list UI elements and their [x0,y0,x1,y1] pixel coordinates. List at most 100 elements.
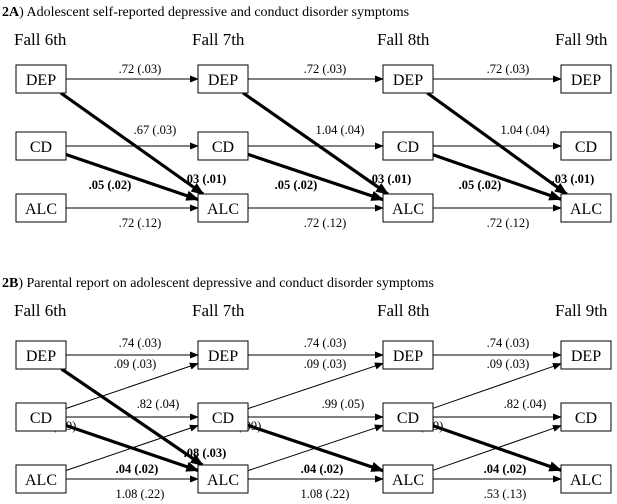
path-coefficient-label: 1.04 (.04) [501,123,550,137]
construct-box-frame [15,64,67,94]
construct-box-dep: DEP [197,64,249,94]
path-coefficient-label: .05 (.02) [275,178,318,192]
construct-box-dep: DEP [15,64,67,94]
construct-box-cd: CD [15,131,67,161]
construct-box-cd: CD [197,131,249,161]
construct-box-cd: CD [382,131,434,161]
construct-box-dep: DEP [382,340,434,370]
construct-box-label: CD [397,139,419,156]
construct-box-label: ALC [392,472,424,489]
path-arrow [426,91,568,196]
path-coefficient-label: .03 (.01) [184,172,227,186]
path-coefficient-label: .82 (.04) [137,397,180,411]
construct-box-label: CD [212,410,234,427]
path-arrow [242,91,389,196]
construct-box-alc: ALC [560,464,612,494]
construct-box-label: DEP [208,348,238,365]
path-coefficient-label: .04 (.02) [484,462,527,476]
path-coefficient-label: 1.08 (.22) [301,487,350,501]
path-coefficient-label: .72 (.12) [304,216,347,230]
construct-box-cd: CD [197,402,249,432]
path-coefficient-label: .72 (.12) [119,216,162,230]
construct-box-label: CD [30,410,52,427]
path-coefficient-label: .09 (.03) [114,357,157,371]
path-coefficient-label: .99 (.05) [322,397,365,411]
construct-box-frame [197,193,249,223]
panel-2b-title-text: ) Parental report on adolescent depressi… [18,276,434,291]
panel-2a-title-text: ) Adolescent self-reported depressive an… [19,5,409,20]
construct-box-frame [197,64,249,94]
panel-2a-wave-3: Fall 8th [377,30,430,49]
construct-box-frame [197,131,249,161]
construct-box-label: CD [212,139,234,156]
construct-box-frame [382,464,434,494]
panel-2a: 2A) Adolescent self-reported depressive … [2,5,612,230]
path-arrow [59,91,205,196]
panel-2b-title-prefix: 2B [2,276,18,291]
construct-box-label: DEP [571,348,601,365]
construct-box-alc: ALC [197,464,249,494]
construct-box-frame [382,402,434,432]
construct-box-label: CD [30,139,52,156]
construct-box-dep: DEP [560,64,612,94]
construct-box-frame [197,402,249,432]
path-coefficient-label: .53 (.13) [484,487,527,501]
path-coefficient-label: 1.04 (.04) [316,123,365,137]
path-coefficient-label: .04 (.02) [116,462,159,476]
path-coefficient-label: .09 (.03) [304,357,347,371]
construct-box-frame [15,193,67,223]
path-coefficient-label: .72 (.03) [304,62,347,76]
construct-box-frame [15,340,67,370]
panel-2a-wave-1: Fall 6th [14,30,67,49]
construct-box-label: DEP [26,72,56,89]
path-coefficient-label: .09 (.03) [487,357,530,371]
path-coefficient-label: .72 (.03) [487,62,530,76]
panel-2b-title: 2B) Parental report on adolescent depres… [2,276,434,291]
construct-box-label: ALC [207,472,239,489]
path-arrow [65,423,200,473]
path-coefficient-label: .74 (.03) [304,336,347,350]
construct-box-label: ALC [25,201,57,218]
path-arrow [247,423,385,473]
construct-box-label: DEP [393,348,423,365]
construct-box-label: DEP [208,72,238,89]
panel-2b-wave-2: Fall 7th [192,301,245,320]
construct-box-label: ALC [207,201,239,218]
panel-2a-paths: .72 (.03) .72 (.03) .72 (.03) .67 (.03) 1.04… [59,62,594,230]
path-coefficient-label: .74 (.03) [487,336,530,350]
panel-2b-wave-1: Fall 6th [14,301,67,320]
construct-box-label: ALC [25,472,57,489]
construct-box-frame [15,402,67,432]
panel-2a-title: 2A) Adolescent self-reported depressive … [2,5,409,20]
construct-box-label: CD [575,410,597,427]
construct-box-alc: ALC [382,193,434,223]
path-arrow [60,367,204,467]
path-coefficient-label: .03 (.01) [369,172,412,186]
path-coefficient-label: .72 (.03) [119,62,162,76]
construct-box-frame [560,193,612,223]
construct-box-label: CD [397,410,419,427]
path-coefficient-label: 1.08 (.22) [116,487,165,501]
panel-2b-paths: .74 (.03) .74 (.03) .74 (.03) .09 (.03) .09 … [34,336,563,501]
path-arrow [432,424,563,472]
construct-box-frame [382,131,434,161]
construct-box-alc: ALC [15,193,67,223]
construct-box-dep: DEP [15,340,67,370]
panel-2b-boxes: DEP CD ALC DEP CD ALC DEP CD ALC DEP CD ALC [15,340,612,494]
path-coefficient-label: .74 (.03) [119,336,162,350]
construct-box-frame [560,402,612,432]
panel-2a-wave-2: Fall 7th [192,30,245,49]
construct-box-frame [560,340,612,370]
path-coefficient-label: .05 (.02) [459,178,502,192]
construct-box-alc: ALC [15,464,67,494]
construct-box-frame [382,64,434,94]
construct-box-dep: DEP [560,340,612,370]
panel-2b-wave-3: Fall 8th [377,301,430,320]
path-coefficient-label: .67 (.03) [134,123,177,137]
path-arrow [65,362,199,409]
construct-box-frame [15,131,67,161]
path-coefficient-label: .82 (.04) [504,397,547,411]
construct-box-frame [560,64,612,94]
construct-box-cd: CD [15,402,67,432]
